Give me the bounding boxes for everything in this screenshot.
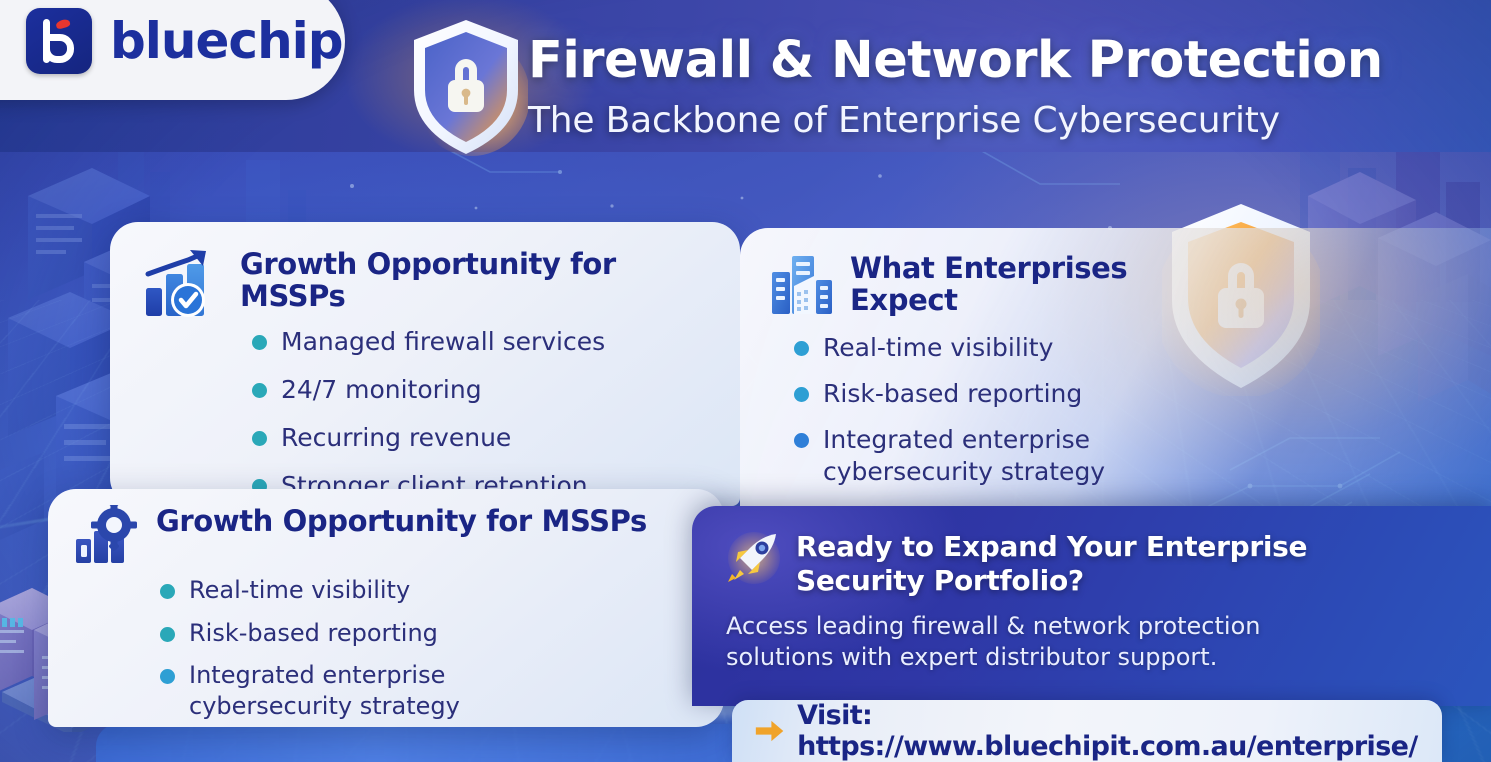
rocket-icon: [728, 532, 780, 584]
visit-url-label: Visit: https://www.bluechipit.com.au/ent…: [797, 700, 1418, 762]
list-item: Integrated enterprise cybersecurity stra…: [794, 424, 1124, 488]
bullet-list: Managed firewall services 24/7 monitorin…: [252, 326, 712, 502]
list-item: Risk-based reporting: [794, 378, 1468, 410]
list-item-label: Real-time visibility: [823, 333, 1054, 362]
header-titles: Firewall & Network Protection The Backbo…: [528, 31, 1428, 142]
bullet-dot: [160, 584, 175, 599]
page-subtitle: The Backbone of Enterprise Cybersecurity: [528, 100, 1280, 142]
cta-body-line2: solutions with expert distributor suppor…: [726, 643, 1218, 672]
card-growth-opportunity-bottom[interactable]: Growth Opportunity for MSSPs Real-time v…: [48, 489, 724, 727]
office-buildings-icon: [772, 256, 832, 314]
card-header: What Enterprises Expect: [770, 252, 1468, 318]
list-item-label: Integrated enterprise cybersecurity stra…: [823, 425, 1106, 486]
cta-body: Access leading firewall & network protec…: [726, 611, 1464, 673]
cta-title-line2: Security Portfolio?: [796, 563, 1084, 597]
card-growth-opportunity-top[interactable]: Growth Opportunity for MSSPs Managed fir…: [110, 222, 740, 506]
cta-panel[interactable]: Ready to Expand Your Enterprise Security…: [692, 506, 1491, 706]
bullet-dot: [252, 431, 267, 446]
bullet-dot: [794, 433, 809, 448]
cta-title-line1: Ready to Expand Your Enterprise: [796, 530, 1308, 563]
card-title: Growth Opportunity for MSSPs: [240, 247, 616, 314]
card-title-line1: What Enterprises: [850, 251, 1128, 285]
shield-lock-icon: [414, 20, 528, 156]
cta-title: Ready to Expand Your Enterprise Security…: [796, 530, 1308, 597]
page-title: Firewall & Network Protection: [528, 31, 1383, 90]
card-title: Growth Opportunity for MSSPs: [156, 504, 647, 538]
list-item: Real-time visibility: [160, 575, 704, 606]
arrow-right-icon: [755, 720, 784, 742]
list-item-label: Risk-based reporting: [823, 379, 1083, 408]
card-header: Growth Opportunity for MSSPs: [74, 505, 704, 567]
bullet-dot: [252, 383, 267, 398]
bottom-ledge: [96, 724, 796, 762]
list-item-label: 24/7 monitoring: [281, 375, 482, 404]
bullet-dot: [160, 669, 175, 685]
bullet-list: Real-time visibility Risk-based reportin…: [794, 332, 1468, 488]
list-item-label: Risk-based reporting: [189, 618, 438, 647]
logo-accent-dot: [55, 18, 71, 30]
bar-chart-growth-check-icon: [145, 250, 206, 317]
visit-url-bar[interactable]: Visit: https://www.bluechipit.com.au/ent…: [732, 700, 1442, 762]
list-item: 24/7 monitoring: [252, 374, 712, 406]
card-what-enterprises-expect[interactable]: What Enterprises Expect Real-time visibi…: [740, 228, 1491, 506]
card-title: What Enterprises Expect: [850, 251, 1128, 318]
brand-logo-text: bluechip: [110, 12, 344, 70]
card-header: Growth Opportunity for MSSPs: [142, 248, 712, 320]
card-title-line2: Expect: [850, 283, 958, 318]
list-item: Real-time visibility: [794, 332, 1468, 364]
card-glass-overlay: [740, 228, 1491, 506]
bullet-dot: [794, 341, 809, 356]
list-item-label: Recurring revenue: [281, 423, 512, 452]
cta-header: Ready to Expand Your Enterprise Security…: [726, 530, 1464, 597]
cta-body-line1: Access leading firewall & network protec…: [726, 612, 1261, 641]
bullet-dot: [160, 626, 175, 642]
bullet-dot: [252, 335, 267, 350]
list-item-label: Real-time visibility: [189, 576, 411, 604]
bar-chart-gear-icon: [76, 505, 137, 563]
list-item: Integrated enterprise cybersecurity stra…: [160, 660, 460, 721]
list-item-label: Managed firewall services: [281, 327, 606, 356]
list-item: Managed firewall services: [252, 326, 712, 358]
list-item: Recurring revenue: [252, 422, 712, 454]
list-item: Risk-based reporting: [160, 618, 704, 649]
bullet-dot: [794, 387, 809, 402]
list-item-label: Integrated enterprise cybersecurity stra…: [189, 661, 460, 721]
bluechip-logo-mark: [26, 8, 92, 74]
bullet-list: Real-time visibility Risk-based reportin…: [160, 575, 704, 722]
brand-logo[interactable]: bluechip: [0, 0, 345, 100]
